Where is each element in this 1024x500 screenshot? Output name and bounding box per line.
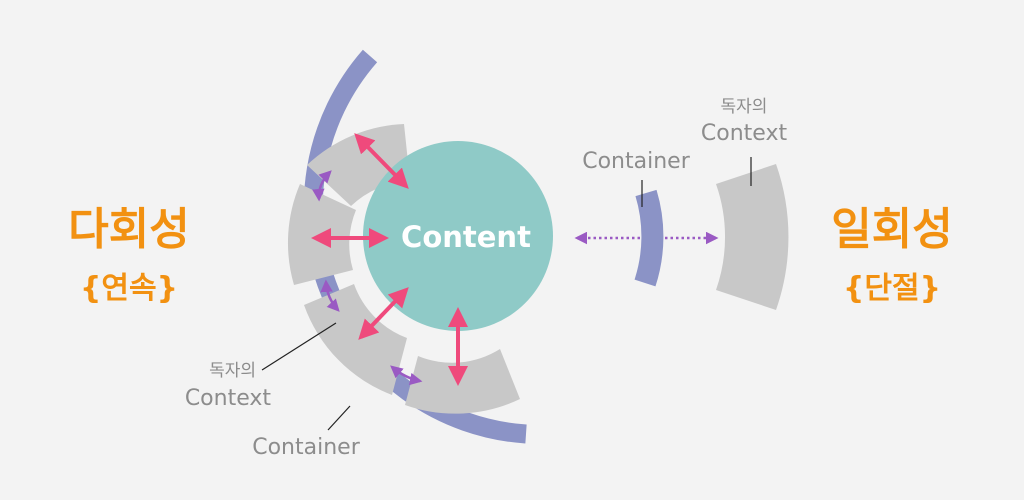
right-title-sub: {단절}	[843, 271, 941, 306]
right-title-main: 일회성	[831, 204, 952, 255]
arrow-between-segments-1	[312, 170, 332, 202]
arrow-between-segments-2	[320, 279, 340, 312]
content-circle	[363, 141, 553, 331]
context-segment-bottom	[405, 349, 520, 414]
left-title-main: 다회성	[68, 204, 189, 255]
oneoff-container-arc	[634, 189, 664, 287]
arrow-between-segments-3	[390, 365, 423, 386]
leader-own-context-left	[261, 322, 337, 371]
right-container-label: Container	[582, 149, 690, 174]
left-container-label: Container	[252, 435, 360, 460]
left-own-context-line1: 독자의	[209, 361, 256, 381]
left-title-sub: {연속}	[80, 271, 178, 306]
arrow-content-lower-segment	[358, 287, 409, 340]
right-own-context-line2: Context	[701, 121, 788, 146]
oneoff-context-segment	[716, 164, 789, 310]
leader-container-left	[327, 405, 351, 431]
content-label: Content	[401, 220, 531, 254]
arrow-content-top-segment	[354, 133, 409, 189]
left-own-context-line2: Context	[185, 386, 272, 411]
right-own-context-line1: 독자의	[721, 97, 768, 117]
